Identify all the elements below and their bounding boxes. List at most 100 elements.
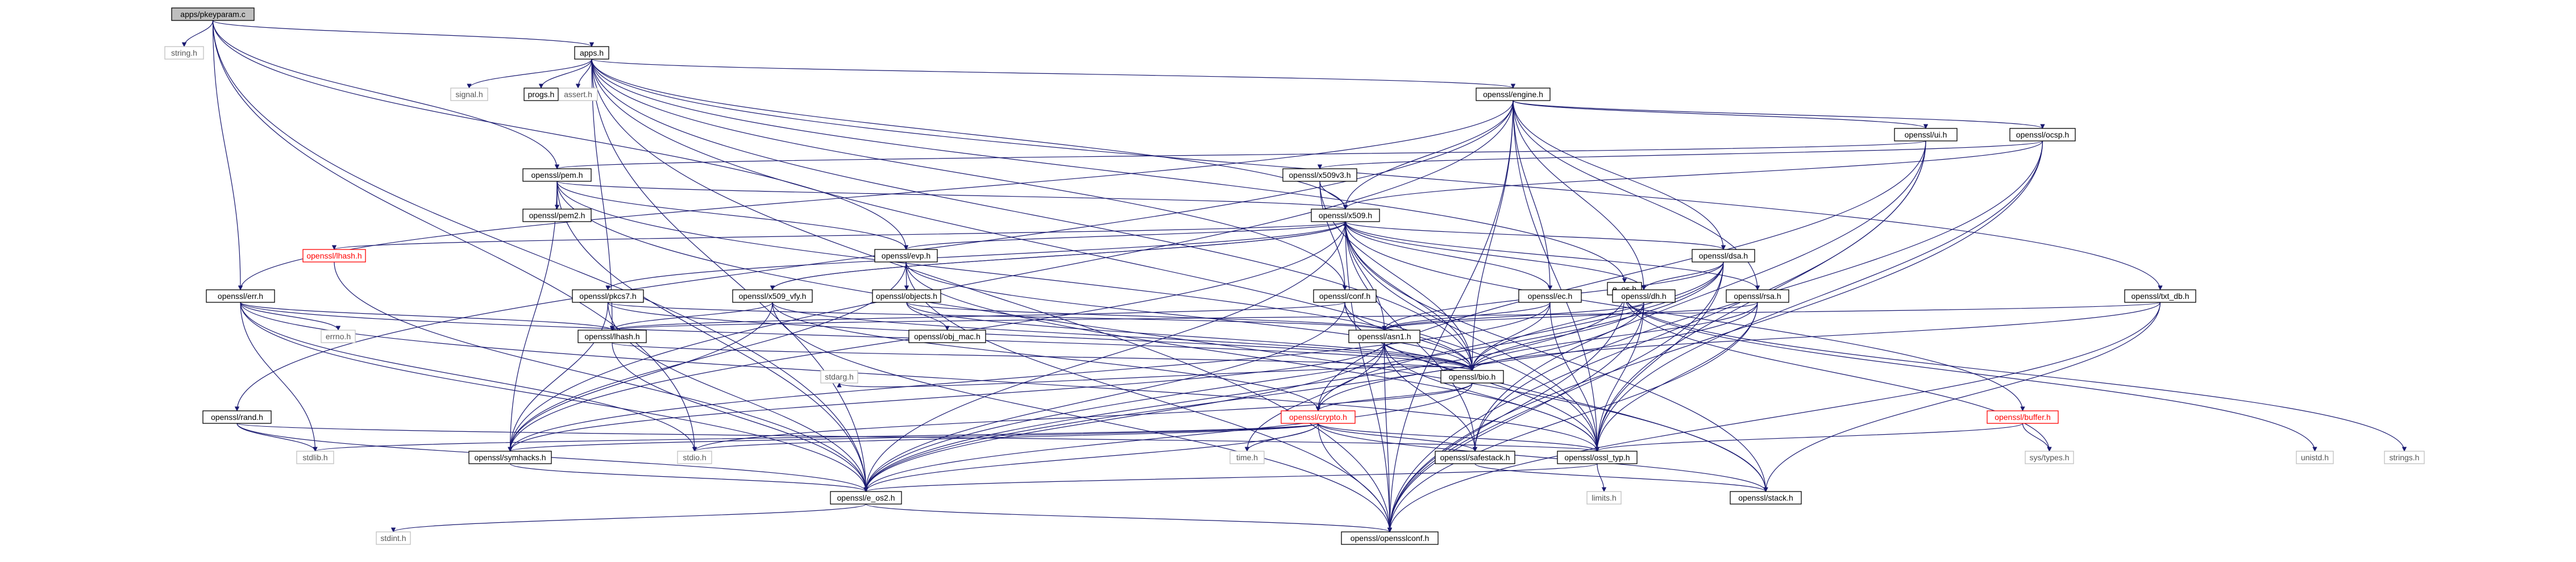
node-label: progs.h bbox=[528, 90, 555, 99]
node-dh-h[interactable]: openssl/dh.h bbox=[1612, 289, 1676, 303]
edge-dsa-h-to-dh-h bbox=[1641, 261, 1724, 290]
edge-objects-h-to-obj-mac-h bbox=[906, 302, 950, 331]
node-label: openssl/ossl_typ.h bbox=[1564, 453, 1630, 462]
node-box bbox=[468, 451, 552, 464]
node-txt-db-h[interactable]: openssl/txt_db.h bbox=[2124, 289, 2196, 303]
edge-ossl-lhash-h-to-bio-h bbox=[612, 342, 1474, 371]
node-obj-mac-h[interactable]: openssl/obj_mac.h bbox=[908, 330, 986, 343]
edge-rsa-h-to-opensslconf-h bbox=[1387, 302, 1758, 532]
node-box bbox=[908, 330, 986, 343]
node-box bbox=[171, 7, 255, 21]
node-crypto-h[interactable]: openssl/crypto.h bbox=[1281, 410, 1356, 424]
node-box bbox=[558, 88, 598, 101]
node-box bbox=[1894, 128, 1958, 141]
node-dsa-h[interactable]: openssl/dsa.h bbox=[1692, 249, 1755, 263]
node-ocsp-h[interactable]: openssl/ocsp.h bbox=[2009, 128, 2076, 141]
node-pem2-h[interactable]: openssl/pem2.h bbox=[522, 209, 592, 222]
node-objects-h[interactable]: openssl/objects.h bbox=[872, 289, 941, 303]
node-err-h[interactable]: openssl/err.h bbox=[206, 289, 275, 303]
edge-apps-h-to-e-os-h bbox=[591, 59, 1627, 283]
node-ossl-typ-h[interactable]: openssl/ossl_typ.h bbox=[1557, 451, 1638, 464]
edge-dh-h-to-ossl-typ-h bbox=[1594, 302, 1644, 452]
edge-engine-h-to-dsa-h bbox=[1513, 100, 1726, 250]
node-x509v3-h[interactable]: openssl/x509v3.h bbox=[1282, 168, 1357, 182]
node-opensslconf-h[interactable]: openssl/opensslconf.h bbox=[1341, 531, 1439, 545]
node-box bbox=[522, 168, 592, 182]
node-pem-h[interactable]: openssl/pem.h bbox=[522, 168, 592, 182]
node-label: openssl/opensslconf.h bbox=[1351, 534, 1430, 543]
edge-apps-h-to-opensslconf-h bbox=[591, 59, 1393, 532]
edge-x509-vfy-h-to-bio-h bbox=[772, 302, 1475, 371]
node-box bbox=[164, 46, 204, 60]
edge-x509-h-to-opensslconf-h bbox=[1345, 221, 1393, 532]
node-label: openssl/engine.h bbox=[1483, 90, 1543, 99]
edge-asn1-h-to-bio-h bbox=[1383, 342, 1475, 371]
node-label: openssl/x509.h bbox=[1319, 211, 1372, 220]
node-x509-vfy-h[interactable]: openssl/x509_vfy.h bbox=[732, 289, 813, 303]
node-rsa-h[interactable]: openssl/rsa.h bbox=[1726, 289, 1789, 303]
edge-x509-vfy-h-to-symhacks-h bbox=[508, 302, 773, 452]
edge-apps-h-to-engine-h bbox=[591, 59, 1515, 89]
node-label: openssl/crypto.h bbox=[1289, 413, 1347, 422]
edge-engine-h-to-dh-h bbox=[1513, 100, 1647, 290]
node-label: openssl/txt_db.h bbox=[2132, 292, 2189, 301]
node-label: openssl/pkcs7.h bbox=[579, 292, 636, 301]
node-label: openssl/buffer.h bbox=[1995, 413, 2051, 422]
node-label: openssl/pem.h bbox=[531, 170, 583, 180]
node-progs-h[interactable]: progs.h bbox=[523, 88, 559, 101]
node-label: openssl/ocsp.h bbox=[2016, 130, 2069, 139]
node-label: errno.h bbox=[326, 332, 351, 341]
node-stack-h[interactable]: openssl/stack.h bbox=[1730, 491, 1802, 505]
edge-apps-h-to-x509-h bbox=[591, 59, 1348, 210]
node-buffer-h[interactable]: openssl/buffer.h bbox=[1987, 410, 2059, 424]
node-ossl-lhash-h[interactable]: openssl/lhash.h bbox=[577, 330, 647, 343]
edge-x509-h-to-ec-h bbox=[1345, 221, 1553, 290]
node-apps-h[interactable]: apps.h bbox=[574, 46, 609, 60]
edge-err-h-to-errno-h bbox=[240, 302, 341, 331]
node-ec-h[interactable]: openssl/ec.h bbox=[1518, 289, 1582, 303]
node-asn1-h[interactable]: openssl/asn1.h bbox=[1348, 330, 1420, 343]
node-label: string.h bbox=[171, 48, 197, 57]
edge-asn1-h-to-opensslconf-h bbox=[1383, 342, 1393, 532]
node-e-os2-h[interactable]: openssl/e_os2.h bbox=[830, 491, 902, 505]
edge-pkcs7-h-to-asn1-h bbox=[607, 302, 1387, 331]
edge-x509-h-to-dh-h bbox=[1345, 221, 1647, 290]
edge-e-os-h-to-unistd-h bbox=[1624, 294, 2317, 452]
node-pkcs7-h[interactable]: openssl/pkcs7.h bbox=[572, 289, 644, 303]
node-label: openssl/ui.h bbox=[1905, 130, 1947, 139]
node-label: openssl/safestack.h bbox=[1440, 453, 1510, 462]
node-bio-h[interactable]: openssl/bio.h bbox=[1440, 370, 1504, 384]
edge-dh-h-to-bio-h bbox=[1469, 302, 1644, 371]
edge-dsa-h-to-e-os2-h bbox=[863, 261, 1724, 492]
edge-asn1-h-to-safestack-h bbox=[1383, 342, 1478, 452]
edge-root-to-pem-h bbox=[212, 20, 560, 169]
node-box bbox=[1726, 289, 1789, 303]
node-box bbox=[1692, 249, 1755, 263]
edge-ocsp-h-to-ossl-typ-h bbox=[1594, 140, 2043, 452]
node-box bbox=[1612, 289, 1676, 303]
edge-engine-h-to-opensslconf-h bbox=[1387, 100, 1514, 532]
node-limits-h: limits.h bbox=[1586, 491, 1622, 505]
node-box bbox=[2296, 451, 2334, 464]
node-box bbox=[572, 289, 644, 303]
node-lhash-h[interactable]: openssl/lhash.h bbox=[302, 249, 366, 263]
node-rand-h[interactable]: openssl/rand.h bbox=[202, 410, 272, 424]
node-conf-h[interactable]: openssl/conf.h bbox=[1313, 289, 1377, 303]
node-safestack-h[interactable]: openssl/safestack.h bbox=[1435, 451, 1515, 464]
edge-x509v3-h-to-conf-h bbox=[1319, 181, 1348, 290]
node-box bbox=[1311, 209, 1380, 222]
node-box bbox=[1586, 491, 1622, 505]
node-signal-h: signal.h bbox=[450, 88, 488, 101]
node-ui-h[interactable]: openssl/ui.h bbox=[1894, 128, 1958, 141]
node-sys-types-h: sys/types.h bbox=[2025, 451, 2074, 464]
node-box bbox=[450, 88, 488, 101]
edge-apps-h-to-assert-h bbox=[575, 59, 592, 89]
node-evp-h[interactable]: openssl/evp.h bbox=[874, 249, 938, 263]
node-symhacks-h[interactable]: openssl/symhacks.h bbox=[468, 451, 552, 464]
node-label: openssl/bio.h bbox=[1449, 372, 1496, 381]
edge-apps-h-to-bio-h bbox=[591, 59, 1475, 371]
node-engine-h[interactable]: openssl/engine.h bbox=[1476, 88, 1551, 101]
node-box bbox=[2124, 289, 2196, 303]
node-x509-h[interactable]: openssl/x509.h bbox=[1311, 209, 1380, 222]
